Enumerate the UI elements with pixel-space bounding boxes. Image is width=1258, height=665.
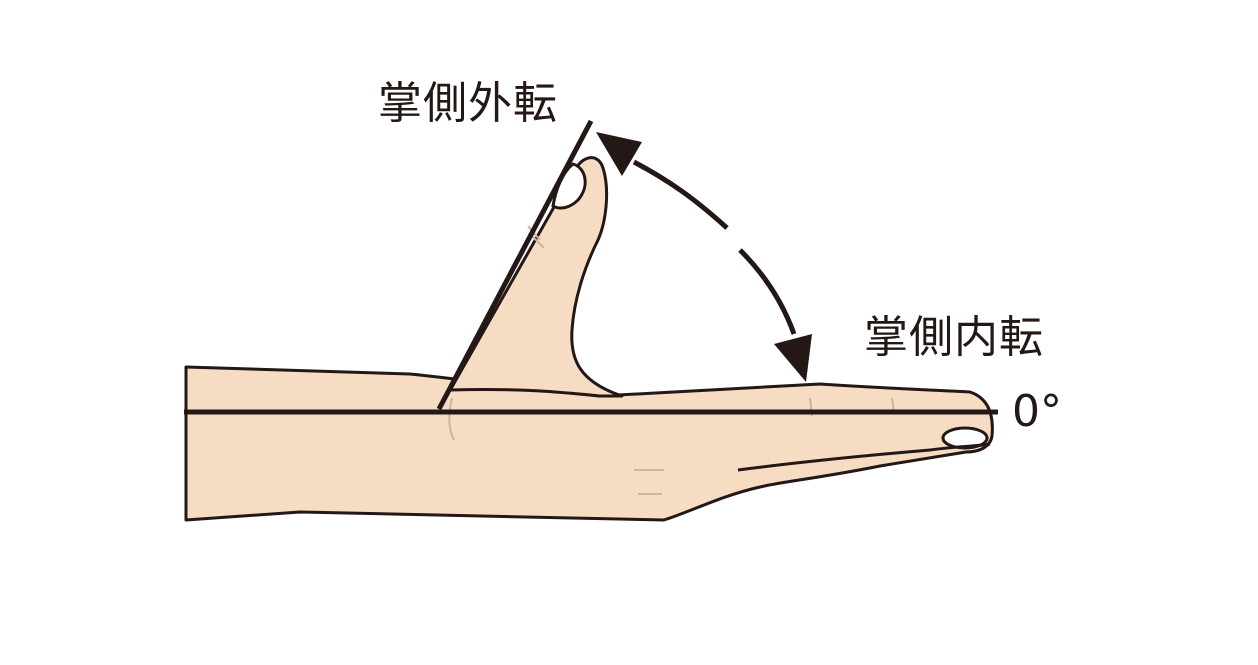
palmar-abduction-label: 掌側外転 (378, 78, 558, 129)
wrist-crease (448, 397, 455, 441)
arc-arrow-lower (738, 248, 797, 335)
palmar-adduction-label: 掌側内転 (864, 312, 1044, 363)
arrowhead-down (774, 334, 812, 382)
abduction-axis (436, 119, 594, 411)
arrowhead-up (596, 132, 642, 176)
arc-arrow-upper (632, 159, 729, 230)
zero-degree-label: 0° (1012, 386, 1062, 437)
finger-nail (941, 426, 989, 450)
thumb (438, 156, 624, 410)
finger-edge-line (737, 442, 991, 472)
